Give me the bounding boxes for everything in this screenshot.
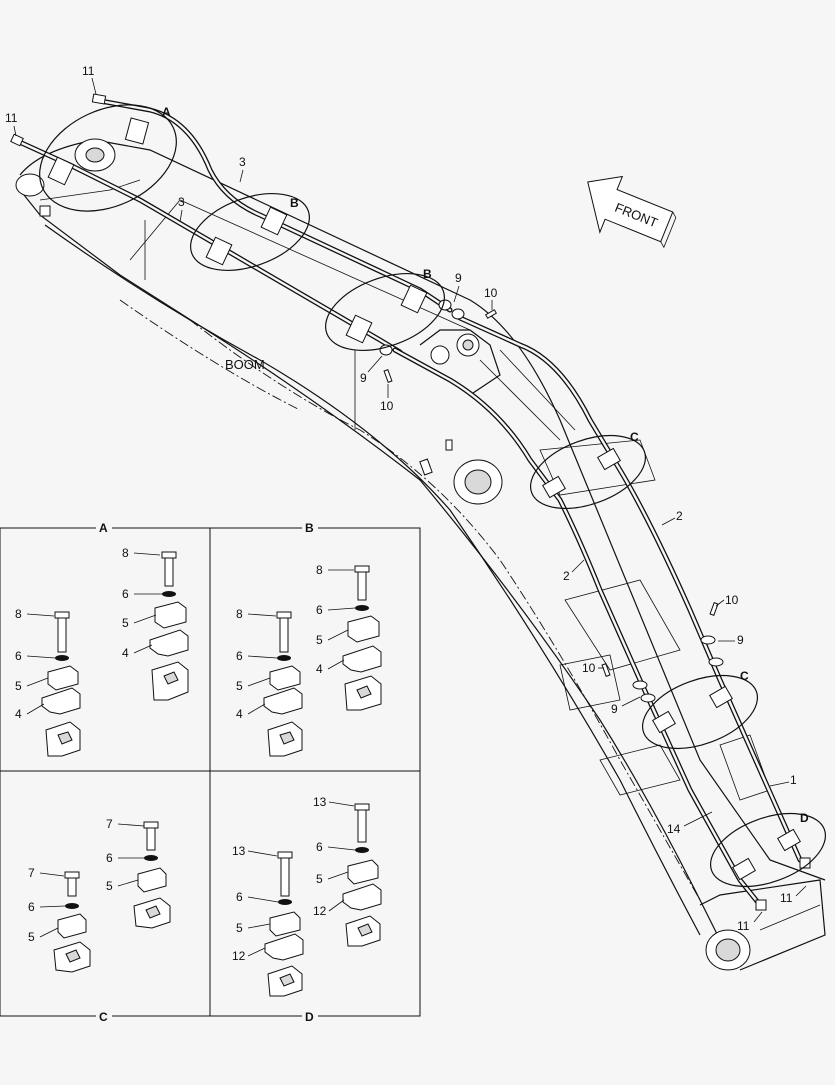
label-10-left: 10 xyxy=(582,661,596,675)
c-label-5-left: 5 xyxy=(28,930,35,944)
b-label-6-right: 6 xyxy=(316,603,323,617)
a-label-4-right: 4 xyxy=(122,646,129,660)
a-label-4-left: 4 xyxy=(15,707,22,721)
c-label-5-right: 5 xyxy=(106,879,113,893)
panel-d: 13 6 5 12 13 6 5 12 xyxy=(232,795,382,997)
callout-c-label-2: C xyxy=(740,669,749,683)
label-9-mid: 9 xyxy=(360,371,367,385)
d-label-6-right: 6 xyxy=(316,840,323,854)
label-3-upper: 3 xyxy=(239,155,246,169)
label-1: 1 xyxy=(790,773,797,787)
callout-b-label-2: B xyxy=(423,267,432,281)
d-label-13-left: 13 xyxy=(232,844,246,858)
label-10-right: 10 xyxy=(725,593,739,607)
label-10-top: 10 xyxy=(484,286,498,300)
d-label-6-left: 6 xyxy=(236,890,243,904)
panel-d-title: D xyxy=(305,1010,314,1024)
callout-b-label-1: B xyxy=(290,196,299,210)
panel-b: 8 6 5 4 8 6 5 4 xyxy=(236,563,382,757)
c-label-6-left: 6 xyxy=(28,900,35,914)
b-label-5-right: 5 xyxy=(316,633,323,647)
a-label-8-right: 8 xyxy=(122,546,129,560)
a-label-5-left: 5 xyxy=(15,679,22,693)
d-label-12-right: 12 xyxy=(313,904,327,918)
panel-a: 8 6 5 4 8 6 5 4 xyxy=(15,546,189,757)
boom-clamps xyxy=(47,117,801,881)
label-10-mid: 10 xyxy=(380,399,394,413)
b-label-4-right: 4 xyxy=(316,662,323,676)
panel-c: 7 6 5 7 6 5 xyxy=(28,817,171,973)
d-label-13-right: 13 xyxy=(313,795,327,809)
panel-a-title: A xyxy=(99,521,108,535)
callout-d-label: D xyxy=(800,811,809,825)
label-11-bottom: 11 xyxy=(737,919,750,933)
boom-label: BOOM xyxy=(225,357,265,372)
label-9-right: 9 xyxy=(737,633,744,647)
label-11-left: 11 xyxy=(5,111,18,125)
callout-a-label: A xyxy=(162,105,171,119)
label-14: 14 xyxy=(667,822,681,836)
b-label-8-left: 8 xyxy=(236,607,243,621)
panel-c-title: C xyxy=(99,1010,108,1024)
a-label-6-right: 6 xyxy=(122,587,129,601)
label-2-left: 2 xyxy=(563,569,570,583)
label-9-top: 9 xyxy=(455,271,462,285)
c-label-6-right: 6 xyxy=(106,851,113,865)
label-3-lower: 3 xyxy=(178,195,185,209)
label-11-right: 11 xyxy=(780,891,793,905)
b-label-8-right: 8 xyxy=(316,563,323,577)
label-9-left: 9 xyxy=(611,702,618,716)
c-label-7-left: 7 xyxy=(28,866,35,880)
b-label-4-left: 4 xyxy=(236,707,243,721)
a-label-8-left: 8 xyxy=(15,607,22,621)
detail-panels-frame: A B C D xyxy=(0,520,421,1024)
d-label-12-left: 12 xyxy=(232,949,246,963)
b-label-6-left: 6 xyxy=(236,649,243,663)
boom-body xyxy=(15,138,826,971)
main-part-labels: 11 11 3 3 9 10 9 10 BOOM 2 2 10 9 10 9 1… xyxy=(5,64,807,933)
hydraulic-pipes xyxy=(10,93,811,911)
a-label-6-left: 6 xyxy=(15,649,22,663)
callout-c-label-1: C xyxy=(630,430,639,444)
panel-b-title: B xyxy=(305,521,314,535)
d-label-5-right: 5 xyxy=(316,872,323,886)
detail-callouts: A B B C C D xyxy=(39,104,827,888)
b-label-5-left: 5 xyxy=(236,679,243,693)
c-label-7-right: 7 xyxy=(106,817,113,831)
label-11-top: 11 xyxy=(82,64,95,78)
a-label-5-right: 5 xyxy=(122,616,129,630)
d-label-5-left: 5 xyxy=(236,921,243,935)
label-2-right: 2 xyxy=(676,509,683,523)
front-arrow: FRONT xyxy=(587,175,677,249)
